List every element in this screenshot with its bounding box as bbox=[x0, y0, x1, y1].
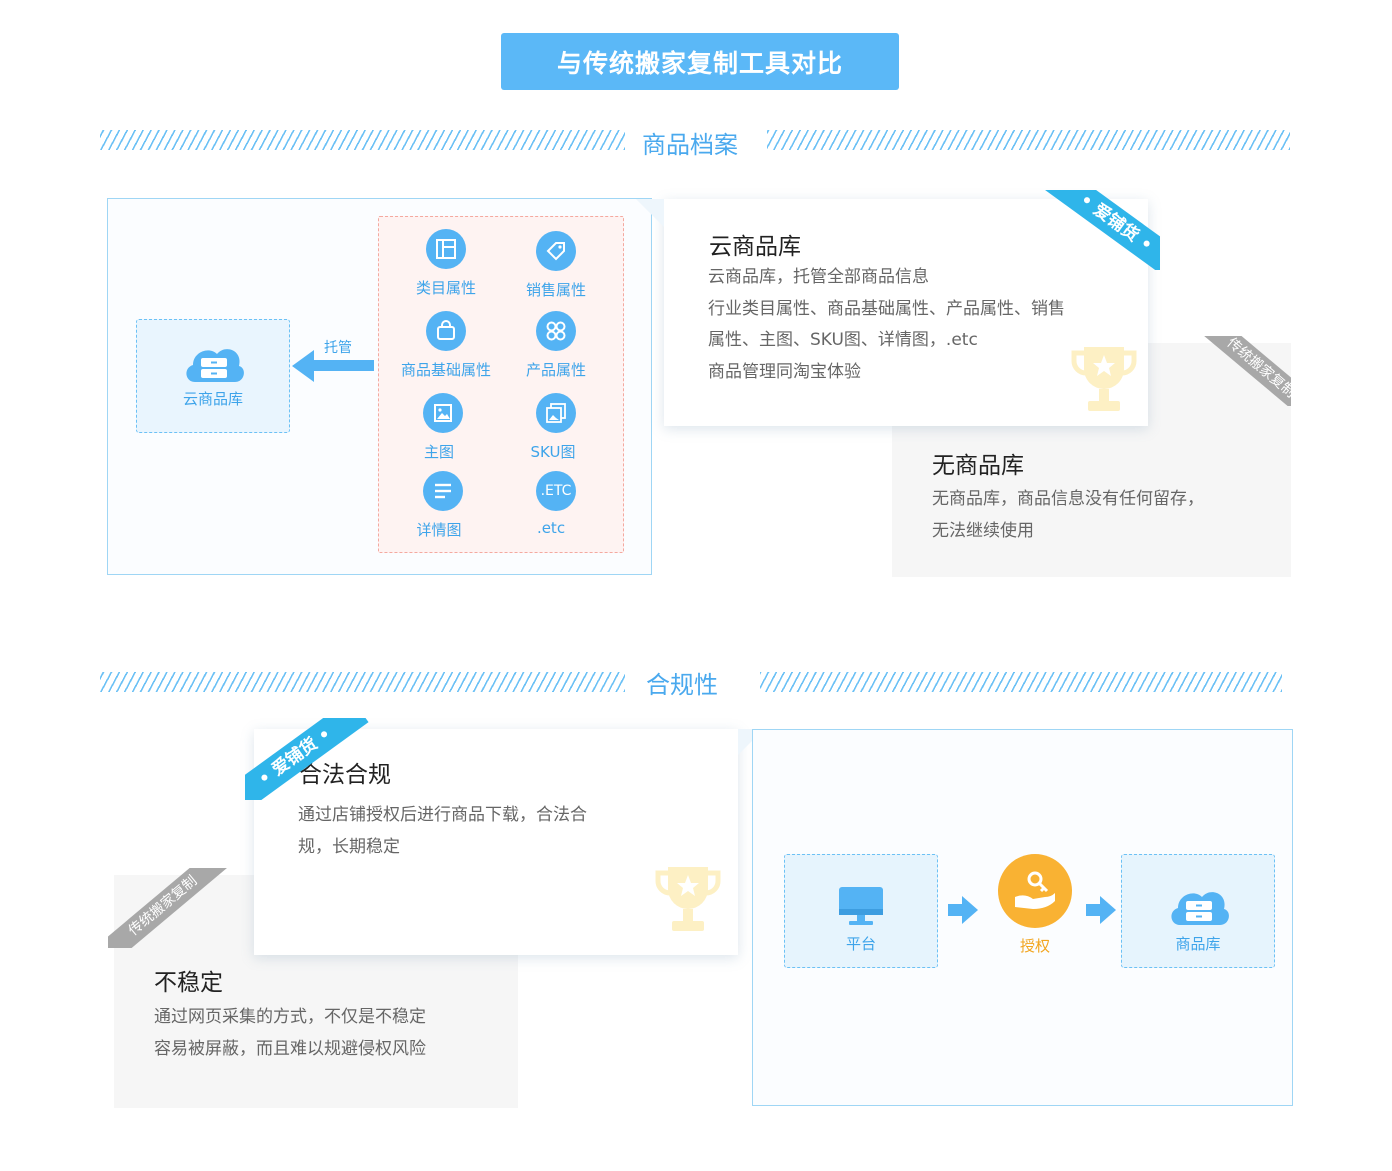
cloud-database-icon bbox=[1171, 892, 1229, 925]
section-divider-right bbox=[767, 130, 1290, 150]
arrow-left-icon bbox=[292, 350, 314, 382]
attribute-label: 商品基础属性 bbox=[400, 361, 491, 379]
grid-icon bbox=[536, 311, 576, 351]
aipuhuo-card-archive: 云商品库 云商品库，托管全部商品信息 行业类目属性、商品基础属性、产品属性、销售… bbox=[664, 199, 1148, 426]
platform-label: 平台 bbox=[845, 935, 876, 953]
monitor-icon bbox=[839, 887, 883, 925]
card-fold bbox=[636, 199, 664, 227]
traditional-card-title: 无商品库 bbox=[932, 453, 1024, 479]
tag-icon bbox=[536, 231, 576, 271]
platform-box: 平台 bbox=[784, 854, 938, 968]
list-icon bbox=[423, 471, 463, 511]
attribute-label: 主图 bbox=[423, 443, 454, 461]
arrow-right-shaft bbox=[948, 904, 962, 916]
traditional-card-line: 无商品库，商品信息没有任何留存， bbox=[932, 489, 1204, 509]
aipuhuo-ribbon: • 爱铺货 • bbox=[245, 718, 369, 800]
layout-icon bbox=[426, 229, 466, 269]
arrow-right-icon bbox=[962, 896, 978, 924]
traditional-ribbon: 传统搬家复制 bbox=[1188, 336, 1291, 406]
bag-icon bbox=[426, 311, 466, 351]
traditional-card-title: 不稳定 bbox=[154, 970, 223, 996]
aipuhuo-card-line: 云商品库，托管全部商品信息 bbox=[708, 267, 929, 287]
attribute-label: 类目属性 bbox=[415, 279, 476, 297]
store-box: 商品库 bbox=[1121, 854, 1275, 968]
section-divider-right bbox=[760, 672, 1282, 692]
aipuhuo-ribbon-wrap: • 爱铺货 • bbox=[1030, 190, 1160, 270]
aipuhuo-card-title: 合法合规 bbox=[299, 762, 391, 788]
aipuhuo-card-line: 商品管理同淘宝体验 bbox=[708, 362, 861, 382]
section-divider-left bbox=[100, 672, 625, 692]
aipuhuo-ribbon-wrap: • 爱铺货 • bbox=[245, 718, 370, 800]
cloud-library-box: 云商品库 bbox=[136, 319, 290, 433]
arrow-shaft bbox=[313, 360, 374, 371]
traditional-ribbon: 传统搬家复制 bbox=[108, 868, 230, 948]
aipuhuo-card-line: 行业类目属性、商品基础属性、产品属性、销售 bbox=[708, 299, 1065, 319]
trophy-icon bbox=[655, 867, 721, 931]
images-icon bbox=[536, 393, 576, 433]
trophy-icon bbox=[1071, 347, 1137, 411]
arrow-right-shaft bbox=[1086, 904, 1100, 916]
authorize-label: 授权 bbox=[1019, 937, 1050, 955]
cloud-database-icon bbox=[186, 349, 244, 382]
traditional-card-line: 通过网页采集的方式，不仅是不稳定 bbox=[154, 1007, 426, 1027]
aipuhuo-card-line: 属性、主图、SKU图、详情图，.etc bbox=[708, 330, 978, 350]
attribute-label: 详情图 bbox=[416, 521, 462, 539]
page-title: 与传统搬家复制工具对比 bbox=[501, 33, 899, 90]
attribute-label: 销售属性 bbox=[525, 281, 586, 299]
traditional-ribbon-wrap: 传统搬家复制 bbox=[1176, 336, 1291, 406]
section-divider-left bbox=[100, 130, 625, 150]
attribute-label: 产品属性 bbox=[525, 361, 586, 379]
attribute-label: .etc bbox=[536, 519, 566, 537]
aipuhuo-card-line: 通过店铺授权后进行商品下载，合法合 bbox=[298, 805, 587, 825]
aipuhuo-ribbon: • 爱铺货 • bbox=[1042, 190, 1160, 270]
aipuhuo-card-title: 云商品库 bbox=[709, 234, 801, 260]
traditional-card-line: 容易被屏蔽，而且难以规避侵权风险 bbox=[154, 1039, 426, 1059]
attribute-group: 类目属性 销售属性 商品基础属性 产品属性 主图 SKU图 详情图 .ETC .… bbox=[378, 216, 624, 553]
aipuhuo-card-line: 规，长期稳定 bbox=[298, 837, 400, 857]
arrow-label: 托管 bbox=[324, 340, 352, 356]
image-icon bbox=[423, 393, 463, 433]
section-title-compliance: 合规性 bbox=[646, 671, 718, 699]
attribute-label: SKU图 bbox=[530, 443, 576, 461]
store-label: 商品库 bbox=[1175, 935, 1221, 953]
cloud-library-label: 云商品库 bbox=[182, 390, 243, 408]
etc-icon: .ETC bbox=[536, 471, 576, 511]
arrow-right-icon bbox=[1100, 896, 1116, 924]
aipuhuo-card-compliance: 合法合规 通过店铺授权后进行商品下载，合法合 规，长期稳定 bbox=[254, 729, 738, 955]
traditional-ribbon-wrap: 传统搬家复制 bbox=[108, 868, 230, 948]
section-title-archive: 商品档案 bbox=[642, 131, 738, 159]
traditional-card-line: 无法继续使用 bbox=[932, 521, 1034, 541]
authorize-icon bbox=[998, 854, 1072, 928]
